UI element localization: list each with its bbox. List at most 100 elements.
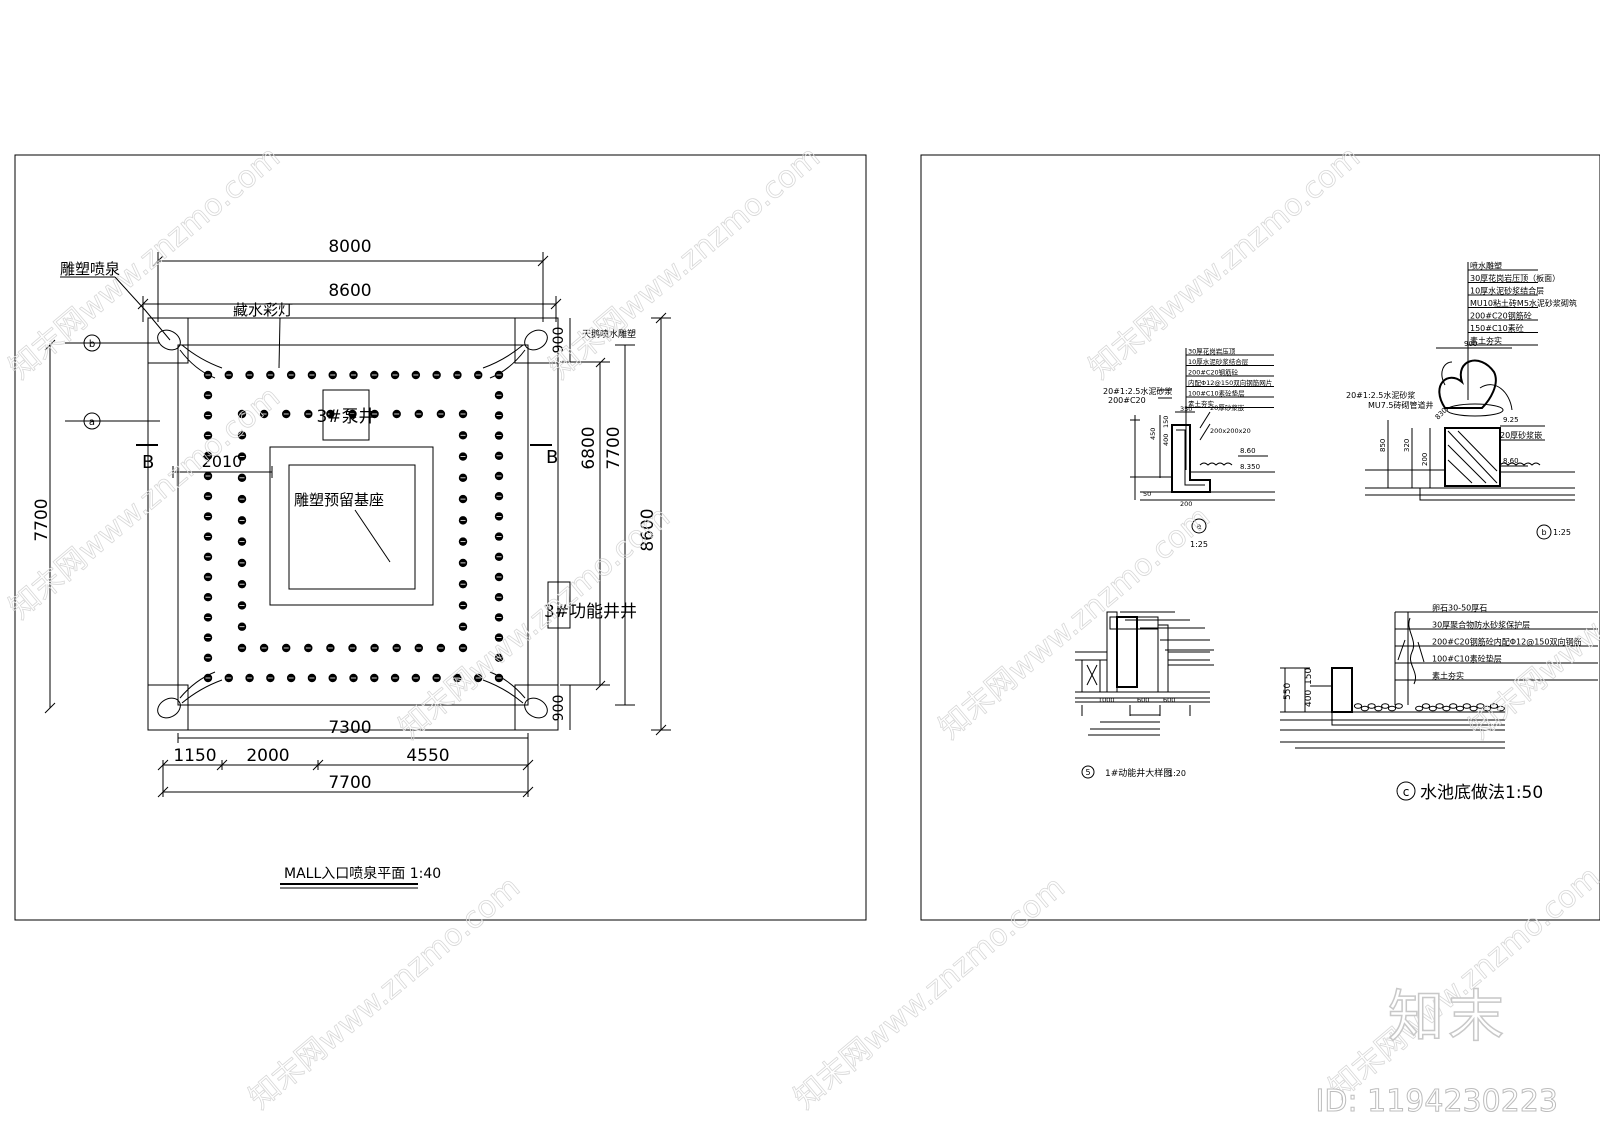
section-mark-left: B bbox=[142, 452, 154, 473]
watermark-text: 知末网www.znzmo.com bbox=[393, 500, 677, 746]
plan-frame bbox=[14, 154, 867, 921]
pebble bbox=[1449, 703, 1458, 709]
underwater-light-dot bbox=[203, 673, 213, 683]
pebble bbox=[1442, 705, 1451, 712]
detail-b-left2: MU7.5砖砌管道井 bbox=[1368, 400, 1433, 410]
underwater-light-dot bbox=[203, 593, 213, 602]
underwater-light-dot bbox=[494, 411, 504, 420]
detail-a-marker: a bbox=[1197, 522, 1202, 531]
dim-right-a: 6800 bbox=[579, 426, 599, 469]
dim-right-c: 8600 bbox=[638, 508, 658, 551]
underwater-light-dot bbox=[370, 409, 379, 419]
corner-sculpture-tl bbox=[157, 329, 181, 351]
underwater-light-dot bbox=[458, 579, 468, 589]
detail-5-marker: 5 bbox=[1085, 768, 1090, 777]
detail-5-title: 1#动能井大样图 bbox=[1105, 767, 1172, 779]
layers-c-label: 100#C10素砼垫层 bbox=[1432, 654, 1502, 664]
dim-offset: 2010 bbox=[202, 452, 243, 471]
layers-a-label: 素土夯实 bbox=[1188, 399, 1215, 408]
underwater-light-dot bbox=[494, 492, 504, 501]
detail-b-dim3: 200 bbox=[1421, 453, 1429, 466]
layers-b-label: 150#C10素砼 bbox=[1470, 323, 1524, 333]
detail-a-scale: 1:25 bbox=[1190, 540, 1208, 549]
detail-a-dim3: 400 bbox=[1162, 434, 1170, 446]
underwater-light-dot bbox=[494, 653, 504, 662]
underwater-light-dot bbox=[245, 673, 254, 683]
layers-a-label: 10厚水泥砂浆结合层 bbox=[1188, 357, 1249, 366]
asset-id: ID: 1194230223 bbox=[1315, 1084, 1558, 1120]
pebble bbox=[1421, 703, 1431, 709]
detail-5-dim2: 600 bbox=[1137, 696, 1149, 704]
underwater-light-dot bbox=[245, 370, 254, 380]
sculpture-base-outer bbox=[269, 446, 434, 606]
underwater-light-dot bbox=[259, 409, 269, 419]
detail-a-left2: 200#C20 bbox=[1108, 396, 1146, 405]
underwater-light-dot bbox=[392, 643, 401, 653]
underwater-light-dot bbox=[411, 673, 421, 683]
underwater-light-dot bbox=[458, 473, 468, 483]
label-sculpture-fountain: 雕塑喷泉 bbox=[60, 260, 120, 278]
underwater-light-dot bbox=[259, 643, 269, 653]
underwater-light-dot bbox=[474, 370, 483, 380]
corner-sculpture-br bbox=[524, 697, 548, 719]
label-pump-well: 3#泵井 bbox=[316, 407, 375, 427]
label-function-well: 3#功能井井 bbox=[544, 602, 637, 622]
underwater-light-dot bbox=[328, 370, 337, 380]
layers-a-label: 100#C10素砼垫层 bbox=[1188, 389, 1245, 398]
pebble bbox=[1387, 705, 1397, 712]
underwater-light-dot bbox=[203, 532, 213, 541]
corner-pad-tr bbox=[514, 317, 559, 364]
underwater-light-dot bbox=[494, 512, 504, 521]
pebble bbox=[1496, 705, 1505, 712]
dim-corner-bottom: 900 bbox=[551, 695, 567, 722]
detail-b-dim2: 320 bbox=[1403, 439, 1411, 452]
underwater-light-dot bbox=[203, 391, 213, 400]
pebble bbox=[1483, 705, 1492, 712]
underwater-light-dot bbox=[392, 409, 401, 419]
corner-pad-br bbox=[514, 684, 559, 731]
layers-c-label: 卵石30-50厚石 bbox=[1432, 603, 1487, 613]
dim-top-outer: 8600 bbox=[328, 281, 371, 301]
underwater-light-dot bbox=[370, 643, 379, 653]
underwater-light-dot bbox=[458, 452, 468, 461]
detail-a-dim2: 450 bbox=[1149, 428, 1157, 440]
underwater-light-dot bbox=[458, 537, 468, 546]
fountain-plan: 8000 8600 7700 6800 7700 8600 900 900 73… bbox=[32, 237, 671, 889]
watermark-text: 知末网www.znzmo.com bbox=[933, 500, 1217, 746]
marker-a: a bbox=[89, 417, 95, 428]
detail-c-title: 水池底做法1:50 bbox=[1420, 783, 1543, 803]
layers-c-label: 30厚聚合物防水砂浆保护层 bbox=[1432, 620, 1530, 630]
dim-seg3: 4550 bbox=[406, 746, 449, 766]
underwater-light-dot bbox=[203, 512, 213, 521]
label-corner-note: 天鹅喷水雕塑 bbox=[582, 328, 636, 340]
plan-title: MALL入口喷泉平面 1:40 bbox=[284, 865, 441, 882]
underwater-light-dot bbox=[237, 643, 247, 653]
corner-pad-tl bbox=[147, 317, 189, 364]
detail-5-leaders bbox=[1088, 611, 1214, 736]
pebble bbox=[1367, 703, 1376, 709]
detail-c-layer-callouts: 卵石30-50厚石30厚聚合物防水砂浆保护层200#C20钢筋砼内配Φ12@15… bbox=[1394, 603, 1598, 705]
underwater-light-dot bbox=[266, 370, 275, 380]
detail-5-dim3: 600 bbox=[1163, 696, 1175, 704]
underwater-light-dot bbox=[474, 673, 483, 683]
label-base: 雕塑预留基座 bbox=[294, 491, 384, 509]
underwater-lights bbox=[203, 370, 504, 683]
dim-right-b: 7700 bbox=[604, 426, 624, 469]
pool-coping-inner bbox=[177, 344, 529, 706]
watermark-text: 知末网www.znzmo.com bbox=[788, 870, 1072, 1116]
pebble bbox=[1394, 703, 1403, 709]
dim-seg1: 1150 bbox=[173, 746, 216, 766]
underwater-light-dot bbox=[494, 673, 504, 683]
underwater-light-dot bbox=[203, 633, 213, 642]
underwater-light-dot bbox=[458, 622, 468, 631]
underwater-light-dot bbox=[203, 653, 213, 662]
underwater-light-dot bbox=[224, 370, 233, 380]
underwater-light-dot bbox=[458, 431, 468, 440]
corner-pad-bl bbox=[147, 684, 189, 731]
underwater-light-dot bbox=[458, 601, 468, 610]
underwater-light-dot bbox=[203, 572, 213, 582]
pebble bbox=[1469, 705, 1478, 712]
detail-a-dim1: 350 bbox=[1180, 405, 1192, 413]
underwater-light-dot bbox=[453, 673, 462, 683]
underwater-light-dot bbox=[203, 613, 213, 622]
